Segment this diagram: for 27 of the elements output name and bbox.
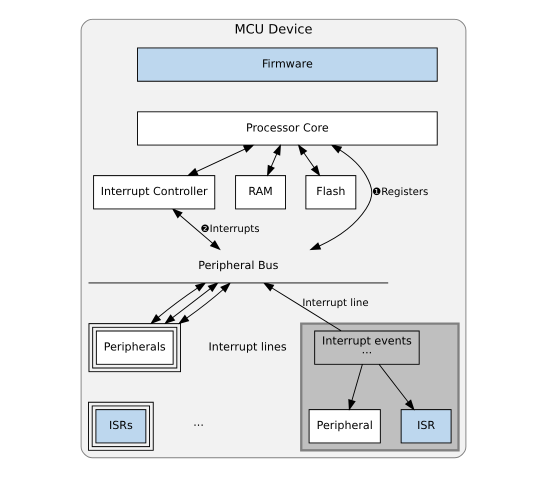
node-box: RAM bbox=[234, 175, 286, 210]
arrow bbox=[171, 208, 220, 250]
arrow bbox=[266, 144, 281, 176]
arrow bbox=[348, 364, 362, 411]
arrow bbox=[378, 364, 414, 411]
node-box: ISRs bbox=[88, 402, 154, 451]
arrow bbox=[178, 282, 230, 324]
arrow bbox=[308, 144, 372, 250]
node-box: Firmware bbox=[136, 47, 438, 82]
edge-label: ❷Interrupts bbox=[200, 224, 260, 235]
node-box: Processor Core bbox=[136, 111, 438, 146]
node-box: Interrupt events ··· bbox=[314, 330, 420, 365]
arrow bbox=[150, 282, 206, 324]
label: Interrupt lines bbox=[208, 340, 286, 354]
node-text: Peripheral Bus bbox=[198, 259, 278, 272]
node-box: Peripherals bbox=[88, 323, 180, 372]
arrow bbox=[297, 144, 320, 176]
arrow bbox=[186, 144, 254, 176]
cluster bbox=[300, 322, 460, 452]
node-box: Flash bbox=[304, 175, 356, 210]
arrow bbox=[164, 282, 218, 324]
label: ··· bbox=[192, 419, 204, 432]
node-box: Peripheral bbox=[308, 409, 380, 444]
edge-label: Interrupt line bbox=[302, 298, 368, 309]
node-box: ISR bbox=[400, 409, 452, 444]
edge-label: ❶Registers bbox=[372, 186, 428, 198]
node-box: Interrupt Controller bbox=[92, 175, 215, 210]
